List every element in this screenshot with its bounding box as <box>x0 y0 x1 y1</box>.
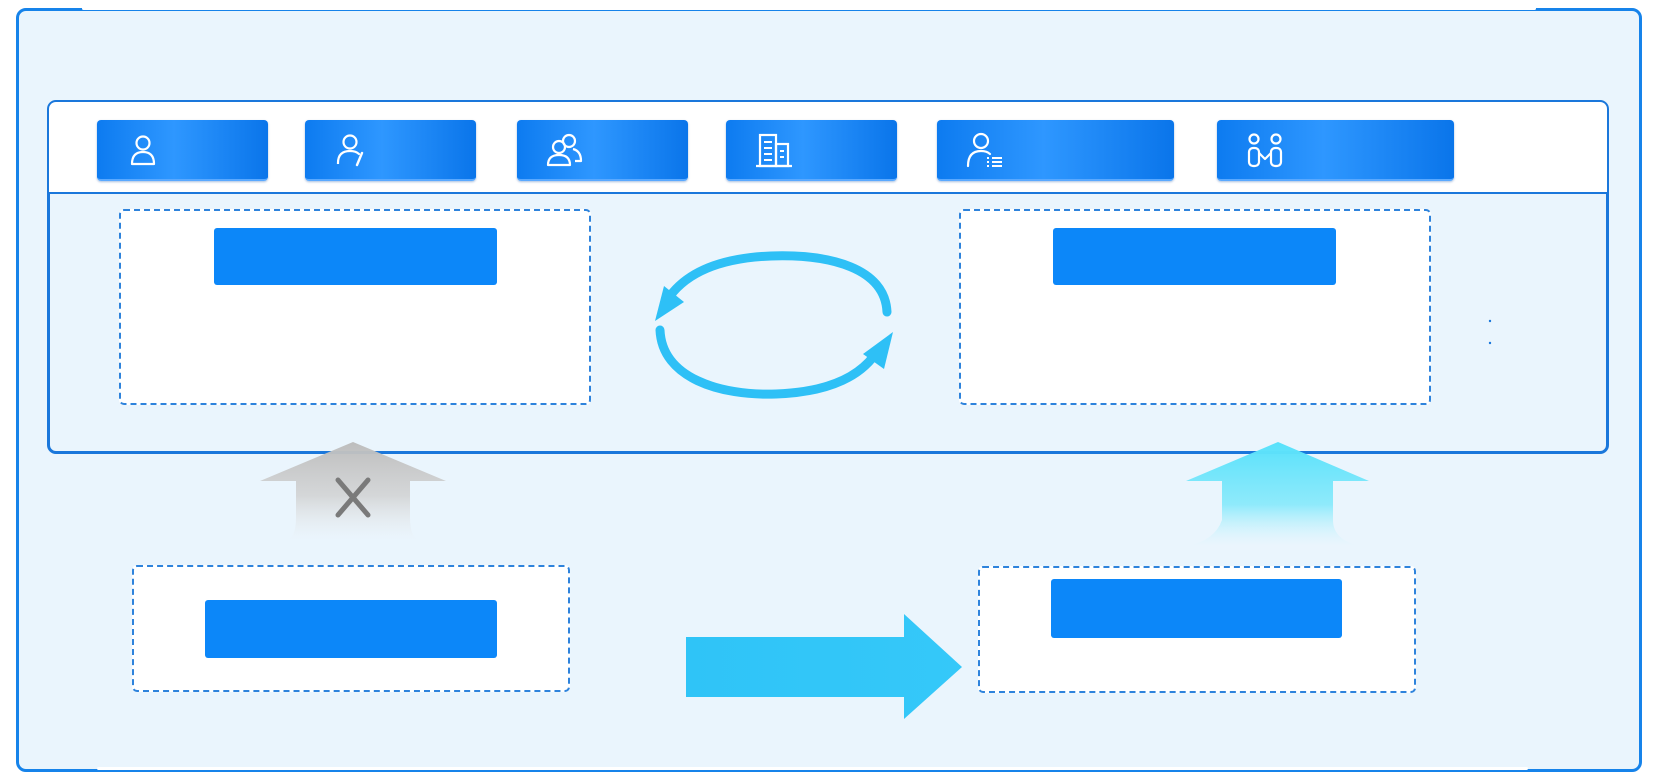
building-icon <box>756 133 792 168</box>
bottom-left-header-bar <box>205 600 497 658</box>
top-right-header-bar <box>1053 228 1336 285</box>
top-left-header-bar <box>214 228 497 285</box>
user-handshake-icon <box>1247 133 1283 168</box>
bottom-rule <box>97 767 1528 770</box>
module-button-1[interactable] <box>97 120 268 181</box>
user-edit-icon <box>336 134 364 167</box>
module-button-4[interactable] <box>726 120 897 181</box>
module-button-5[interactable] <box>937 120 1174 181</box>
top-rule <box>82 7 1536 10</box>
user-group-icon <box>546 133 583 167</box>
bottom-right-header-bar <box>1051 579 1342 638</box>
user-icon <box>130 135 156 166</box>
module-button-6[interactable] <box>1217 120 1454 181</box>
user-list-icon <box>966 132 1002 168</box>
module-button-2[interactable] <box>305 120 476 181</box>
module-button-3[interactable] <box>517 120 688 181</box>
